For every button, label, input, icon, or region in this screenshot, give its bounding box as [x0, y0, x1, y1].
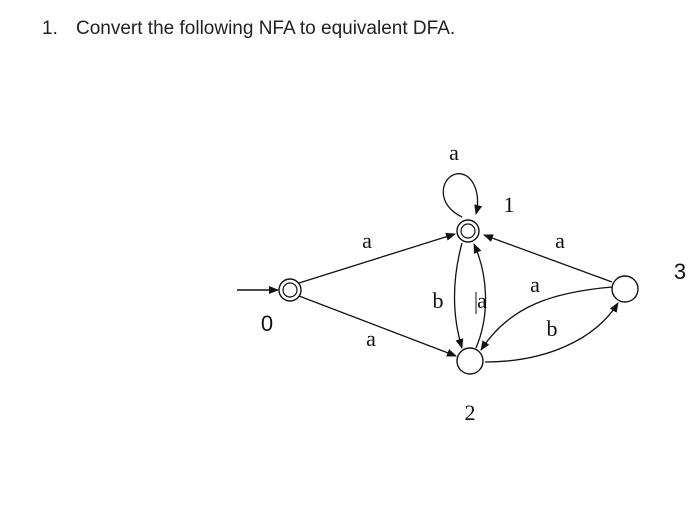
edge-1-2 [453, 242, 464, 349]
edge-2-3-label: b [547, 316, 558, 341]
edge-1-1-loop [442, 173, 483, 218]
edge-2-3 [484, 302, 619, 363]
state-0 [278, 278, 302, 302]
loop-1-label: a [449, 140, 459, 165]
edge-2-1 [473, 243, 487, 349]
state-0-label: 0 [261, 311, 273, 336]
edge-2-1-label: a [477, 288, 487, 313]
state-3-label: 3 [674, 259, 686, 284]
edge-0-1 [298, 232, 456, 284]
state-2-label: 2 [465, 400, 476, 425]
edge-3-2-label: a [530, 272, 540, 297]
edge-0-2-label: a [366, 326, 376, 351]
edge-1-2-label: b [433, 288, 444, 313]
state-1-label: 1 [504, 192, 515, 217]
edge-3-1-label: a [555, 228, 565, 253]
state-1 [456, 219, 480, 243]
edge-3-2 [480, 286, 613, 351]
state-3 [611, 275, 639, 303]
state-2 [456, 347, 484, 375]
question-heading: 1. Convert the following NFA to equivalen… [42, 18, 455, 40]
edge-0-1-label: a [362, 228, 372, 253]
edge-3-1 [483, 234, 613, 283]
question-number: 1. [42, 18, 58, 39]
edge-0-2 [298, 295, 457, 357]
question-text: Convert the following NFA to equivalent … [76, 18, 456, 39]
